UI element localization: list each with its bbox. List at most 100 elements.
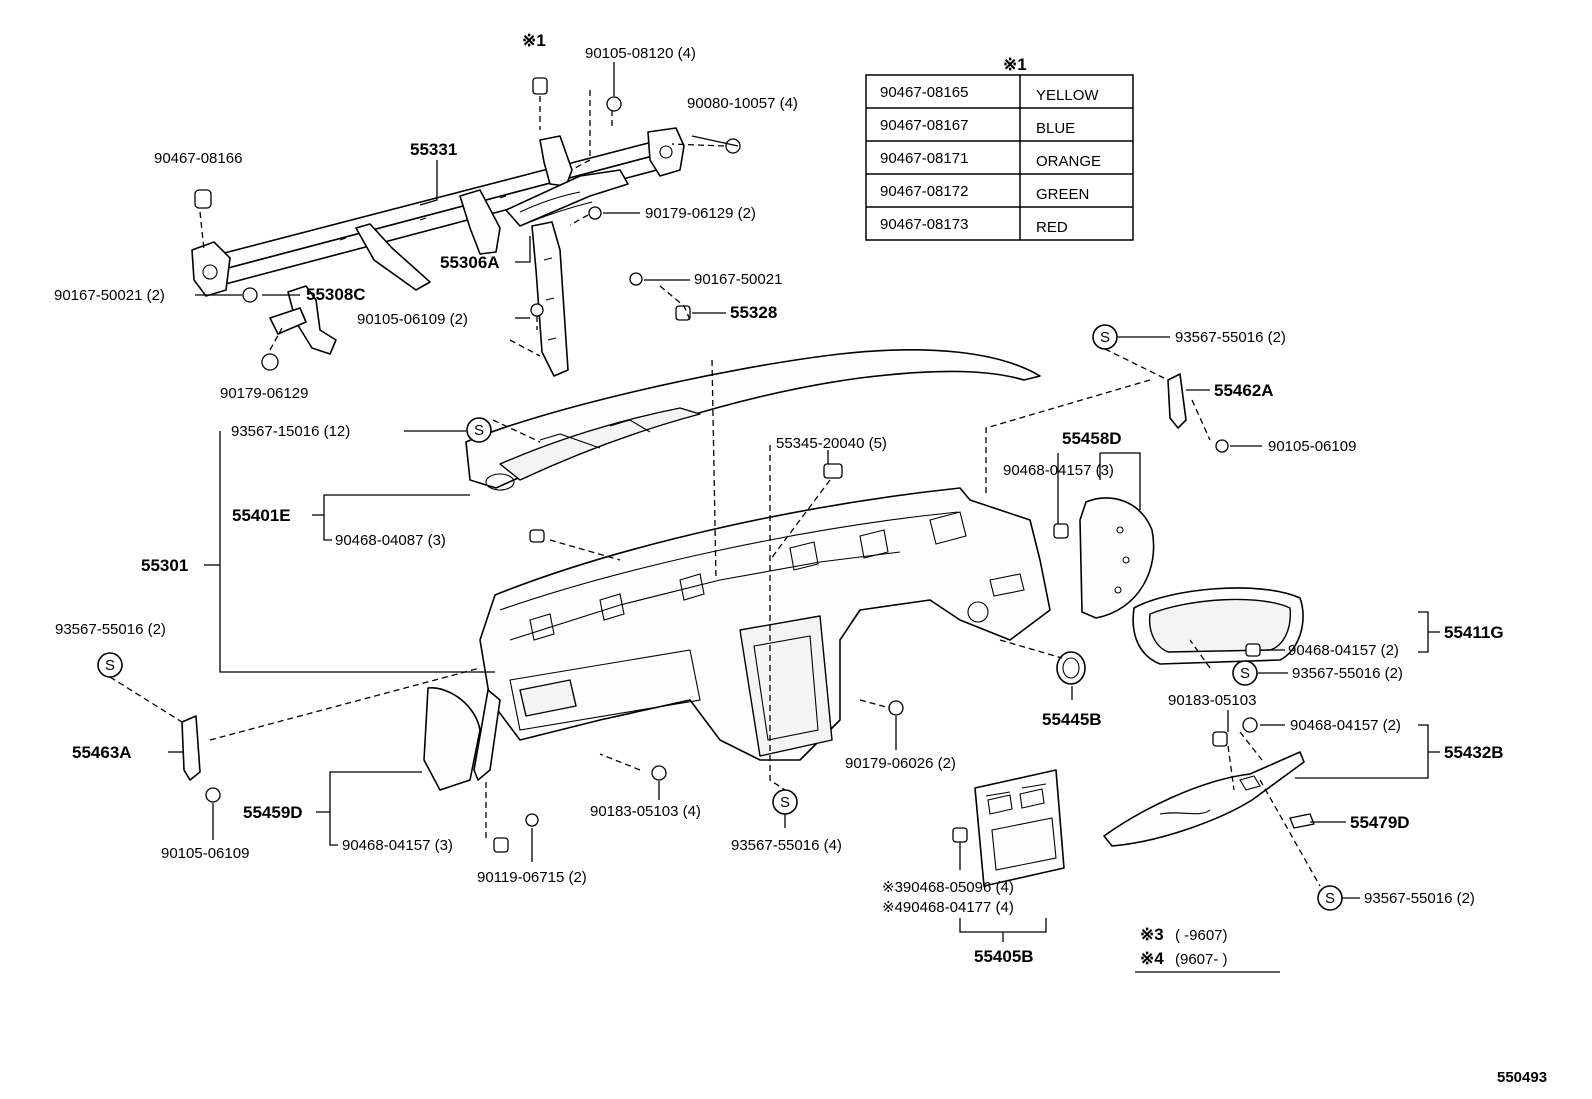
nut-90183-05103-icon (1212, 731, 1228, 747)
label-90468-04087: 90468-04087 (3) (335, 532, 446, 549)
label-55463A: 55463A (72, 743, 132, 762)
label-90167-50021: 90167-50021 (694, 271, 782, 288)
label-55458D: 55458D (1062, 429, 1122, 448)
label-90468-05096: ※390468-05096 (4) (882, 879, 1014, 896)
label-55405B: 55405B (974, 947, 1034, 966)
screw-90167-50021-b-icon (629, 272, 643, 286)
label-mark1: ※1 (522, 31, 546, 50)
legend-row-4-part: 90467-08172 (880, 183, 968, 200)
clip-90467-08166-icon (194, 189, 212, 209)
label-93567-55016-r1: 93567-55016 (2) (1175, 329, 1286, 346)
safety-pad-55401E (465, 349, 1041, 491)
nut-90179-06129-b-icon (261, 353, 279, 371)
label-55401E: 55401E (232, 506, 291, 525)
bolt-90105-06109-icon (530, 303, 544, 317)
label-90183-05103-4: 90183-05103 (4) (590, 803, 701, 820)
label-90468-04157-2-a: 90468-04157 (2) (1288, 642, 1399, 659)
clip-55345-20040-icon (823, 463, 843, 479)
center-register-55405B (974, 769, 1065, 887)
nut-90468-05096-icon (952, 827, 968, 843)
label-55306A: 55306A (440, 253, 500, 272)
label-55459D: 55459D (243, 803, 303, 822)
bolt-90080-10057-icon (725, 138, 741, 154)
bolt-90105-06109-r-icon (1215, 439, 1229, 453)
bolt-90105-08120-icon (606, 96, 622, 112)
legend-row-4-color: GREEN (1036, 186, 1089, 203)
note-4-range: (9607- ) (1175, 951, 1228, 968)
note-4-marker: ※4 (1140, 949, 1164, 968)
note-3-range: ( -9607) (1175, 927, 1228, 944)
legend-marker: ※1 (1003, 55, 1027, 74)
label-90080-10057: 90080-10057 (4) (687, 95, 798, 112)
part-labels: ※1 90105-08120 (4) 90080-10057 (4) 90467… (54, 31, 1504, 966)
label-55328: 55328 (730, 303, 777, 322)
side-cover-55458D (1079, 497, 1155, 619)
nut-90468-04157-b-icon (1242, 717, 1258, 733)
label-90468-04157-3-r: 90468-04157 (3) (1003, 462, 1114, 479)
assembly-lines (109, 90, 1321, 887)
legend-row-3-part: 90467-08171 (880, 150, 968, 167)
nut-90468-04157-icon (1053, 523, 1069, 539)
label-90105-08120: 90105-08120 (4) (585, 45, 696, 62)
label-55331: 55331 (410, 140, 457, 159)
label-90179-06129: 90179-06129 (220, 385, 308, 402)
meter-hood-55411G (1132, 587, 1304, 665)
label-90167-50021-2: 90167-50021 (2) (54, 287, 165, 304)
screw-90119-06715-icon (525, 813, 539, 827)
label-55345-20040: 55345-20040 (5) (776, 435, 887, 452)
label-93567-55016-m: 93567-55016 (2) (1292, 665, 1403, 682)
label-55432B: 55432B (1444, 743, 1504, 762)
leader-lines (168, 62, 1440, 942)
label-90468-04157-3-l: 90468-04157 (3) (342, 837, 453, 854)
label-55462A: 55462A (1214, 381, 1274, 400)
legend-row-3-color: ORANGE (1036, 153, 1101, 170)
label-90105-06109-r: 90105-06109 (1268, 438, 1356, 455)
nut-90468-04157-l-icon (493, 837, 509, 853)
s-screw-letter: S (1240, 665, 1250, 682)
label-90179-06026: 90179-06026 (2) (845, 755, 956, 772)
bracket-55308C (269, 285, 337, 355)
s-screw-letter: S (1325, 890, 1335, 907)
legend-row-2-part: 90467-08167 (880, 117, 968, 134)
s-screw-letter: S (1100, 329, 1110, 346)
bracket-55463A (181, 715, 201, 781)
clip-55328-icon (675, 305, 691, 321)
diagram-id: 550493 (1497, 1069, 1547, 1086)
nut-90179-06026-icon (888, 700, 904, 716)
date-notes: ※3 ( -9607) ※4 (9607- ) (1135, 925, 1280, 973)
lower-panel-55432B (1103, 751, 1305, 847)
s-screw-icon (466, 417, 492, 443)
label-93567-55016-br: 93567-55016 (2) (1364, 890, 1475, 907)
label-90179-06129-2: 90179-06129 (2) (645, 205, 756, 222)
knob-55445B (1056, 651, 1086, 685)
s-screw-letter: S (105, 657, 115, 674)
label-93567-15016: 93567-15016 (12) (231, 423, 350, 440)
color-legend-table: ※1 90467-08165 YELLOW 90467-08167 BLUE 9… (865, 55, 1134, 241)
s-screw-letter: S (474, 422, 484, 439)
label-55411G: 55411G (1444, 623, 1504, 642)
legend-row-5-color: RED (1036, 219, 1068, 236)
label-90183-05103: 90183-05103 (1168, 692, 1256, 709)
label-90119-06715: 90119-06715 (2) (477, 869, 587, 886)
label-55301: 55301 (141, 556, 188, 575)
nut-90468-04157-a-icon (1245, 643, 1261, 657)
label-55479D: 55479D (1350, 813, 1410, 832)
label-90468-04177: ※490468-04177 (4) (882, 899, 1014, 916)
label-90468-04157-2-b: 90468-04157 (2) (1290, 717, 1401, 734)
s-screw-letter: S (780, 794, 790, 811)
label-55445B: 55445B (1042, 710, 1102, 729)
screw-90183-05103-icon (651, 765, 667, 781)
legend-row-2-color: BLUE (1036, 120, 1075, 137)
nut-90179-06129-icon (588, 206, 602, 220)
brace-55306A (531, 221, 569, 377)
nut-90468-04087-icon (529, 529, 545, 543)
label-90105-06109-l: 90105-06109 (161, 845, 249, 862)
side-cover-55459D (423, 687, 481, 791)
label-93567-55016-4: 93567-55016 (4) (731, 837, 842, 854)
clip-55479D-icon (1289, 813, 1315, 829)
clip-mark1-icon (532, 77, 548, 95)
s-screw-icon (1232, 660, 1258, 686)
bracket-55462A (1167, 373, 1187, 429)
note-3-marker: ※3 (1140, 925, 1164, 944)
